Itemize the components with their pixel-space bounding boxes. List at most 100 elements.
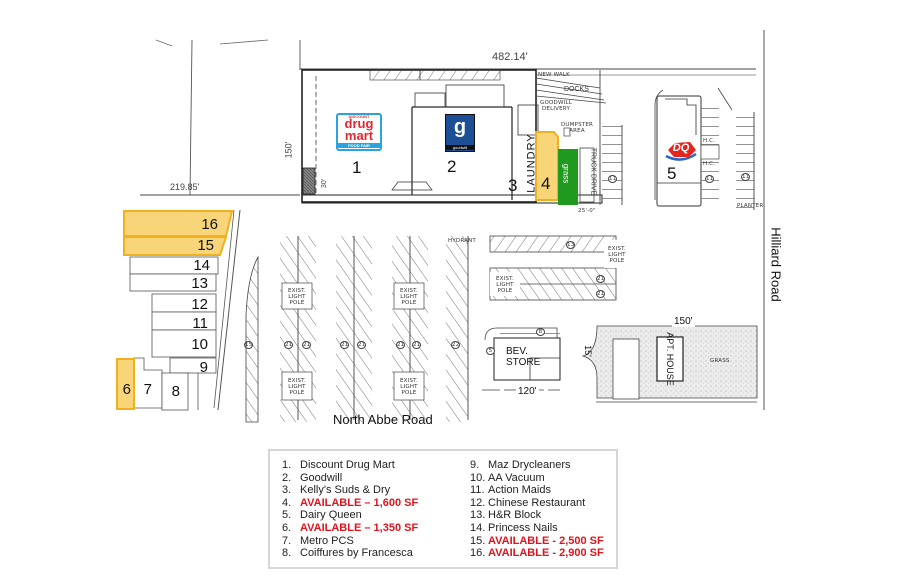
- laundry-label: LAUNDRY: [525, 133, 538, 193]
- hc-label-1: H.C.: [703, 138, 716, 144]
- grass-label: grass: [561, 163, 571, 184]
- legend-item-text: Metro PCS: [300, 534, 354, 547]
- hydrant-label: HYDRANT: [448, 238, 476, 244]
- legend-item-text: H&R Block: [488, 509, 542, 522]
- light-pole-label-2: EXIST. LIGHT POLE: [399, 288, 418, 306]
- grass-area-label: GRASS: [710, 358, 730, 364]
- parking-count: 21: [412, 341, 421, 349]
- dairy-queen-logo: DQ: [665, 140, 697, 162]
- light-pole-label-6: EXIST. LIGHT POLE: [495, 276, 514, 294]
- apt-house-label: APT. HOUSE: [665, 332, 675, 386]
- goodwill-glyph: g: [453, 116, 467, 138]
- legend-item: 13.H&R Block: [470, 509, 542, 522]
- building-depth-dimension: 30': [321, 178, 329, 189]
- legend-item-text: Goodwill: [300, 471, 343, 484]
- legend-item-available: 15.AVAILABLE - 2,500 SF: [470, 534, 604, 547]
- tenant-legend: 1.Discount Drug Mart 2.Goodwill 3.Kelly'…: [268, 449, 618, 569]
- legend-item-text: Discount Drug Mart: [300, 459, 395, 471]
- bev-store-label: BEV. STORE: [506, 346, 541, 368]
- light-pole-label-5: EXIST. LIGHT POLE: [607, 246, 626, 264]
- legend-item-available: 4.AVAILABLE – 1,600 SF: [282, 496, 419, 509]
- parking-count: 21: [340, 341, 349, 349]
- parking-count: 11: [705, 175, 714, 183]
- parking-count: 21: [596, 275, 605, 283]
- unit-14-number: 14: [193, 257, 210, 274]
- parking-count: 21: [396, 341, 405, 349]
- parking-count: 21: [284, 341, 293, 349]
- docks-label: DOCKS: [564, 86, 589, 93]
- legend-item-text: Coiffures by Francesca: [300, 547, 413, 560]
- unit-13-number: 13: [191, 275, 208, 292]
- bev-store-gap-dimension: 15': [582, 345, 593, 357]
- light-pole-label-4: EXIST. LIGHT POLE: [399, 378, 418, 396]
- unit-5-number: 5: [667, 164, 677, 183]
- dumpster-area-label: DUMPSTER AREA: [560, 122, 594, 134]
- unit-2-number: 2: [447, 157, 457, 176]
- goodwill-logo: g goodwill: [445, 114, 475, 152]
- drug-mart-line2: mart: [344, 128, 374, 143]
- legend-item-text: AA Vacuum: [488, 471, 545, 484]
- legend-item: 14.Princess Nails: [470, 521, 558, 534]
- unit-3-number: 3: [508, 176, 518, 195]
- unit-6-number[interactable]: 6: [122, 381, 131, 398]
- legend-item-text: Chinese Restaurant: [488, 496, 586, 509]
- parking-count: 13: [566, 241, 575, 249]
- parking-count: 11: [741, 173, 750, 181]
- unit-12-number: 12: [191, 296, 208, 313]
- legend-item-text: Princess Nails: [488, 521, 558, 534]
- unit-7-number: 7: [143, 381, 152, 398]
- parking-count: 5: [486, 347, 495, 355]
- legend-item: 1.Discount Drug Mart: [282, 459, 395, 471]
- west-frontage-dimension: 219.85': [170, 182, 200, 192]
- legend-item: 12.Chinese Restaurant: [470, 496, 586, 509]
- legend-item-text: AVAILABLE - 2,500 SF: [488, 534, 604, 547]
- legend-column-left: 1.Discount Drug Mart 2.Goodwill 3.Kelly'…: [282, 459, 418, 560]
- legend-item: 10.AA Vacuum: [470, 471, 545, 484]
- unit-1-number: 1: [352, 158, 362, 177]
- drug-mart-line1: drug: [344, 116, 374, 131]
- legend-item: 9.Maz Drycleaners: [470, 459, 571, 471]
- legend-item-text: Dairy Queen: [300, 509, 362, 522]
- legend-item: 8.Coiffures by Francesca: [282, 547, 413, 560]
- light-pole-label-1: EXIST. LIGHT POLE: [287, 288, 306, 306]
- bev-store-width-dimension: 120': [516, 386, 539, 397]
- unit-8-number: 8: [171, 383, 180, 400]
- legend-item: 11.Action Maids: [470, 484, 551, 497]
- unit-4-number[interactable]: 4: [541, 174, 551, 193]
- north-abbe-road-label: North Abbe Road: [333, 412, 433, 427]
- legend-item-text: Kelly's Suds & Dry: [300, 484, 391, 497]
- unit-9-number: 9: [199, 359, 208, 376]
- parking-count: 21: [357, 341, 366, 349]
- truck-drive-label: TRUCK DRIVE: [589, 147, 597, 196]
- parking-count: 21: [302, 341, 311, 349]
- drug-mart-top-text: DISCOUNT: [348, 114, 370, 119]
- light-pole-label-3: EXIST. LIGHT POLE: [287, 378, 306, 396]
- legend-item-text: AVAILABLE – 1,350 SF: [300, 521, 419, 534]
- planter-label: PLANTER: [737, 203, 764, 209]
- legend-item: 3.Kelly's Suds & Dry: [282, 484, 391, 497]
- west-depth-dimension: 150': [283, 141, 294, 159]
- unit-11-number: 11: [192, 315, 208, 332]
- dairy-queen-text: DQ: [672, 142, 690, 154]
- legend-item-text: AVAILABLE – 1,600 SF: [300, 496, 419, 509]
- legend-item-text: AVAILABLE - 2,900 SF: [488, 547, 604, 560]
- parking-count: 8: [536, 328, 545, 336]
- legend-item-text: Action Maids: [488, 484, 551, 497]
- north-frontage-dimension: 482.14': [492, 51, 528, 63]
- unit-16-number[interactable]: 16: [201, 216, 218, 233]
- new-walk-label: NEW WALK: [538, 72, 570, 78]
- unit-10-number: 10: [191, 336, 208, 353]
- legend-item-available: 6.AVAILABLE – 1,350 SF: [282, 521, 419, 534]
- drug-mart-bottom-text: FOOD FAIR: [338, 143, 380, 148]
- parking-count: 22: [451, 341, 460, 349]
- legend-item: 2.Goodwill: [282, 471, 343, 484]
- legend-item: 5.Dairy Queen: [282, 509, 362, 522]
- legend-column-right: 9.Maz Drycleaners 10.AA Vacuum 11.Action…: [470, 459, 604, 560]
- hilliard-road-label: Hilliard Road: [768, 227, 784, 302]
- dairy-queen-icon: [665, 142, 697, 161]
- grass-width-dimension: 150': [672, 316, 695, 327]
- hc-label-2: H.C.: [703, 161, 716, 167]
- goodwill-delivery-label: GOODWILL DELIVERY: [540, 100, 572, 112]
- unit-15-number[interactable]: 15: [197, 237, 214, 254]
